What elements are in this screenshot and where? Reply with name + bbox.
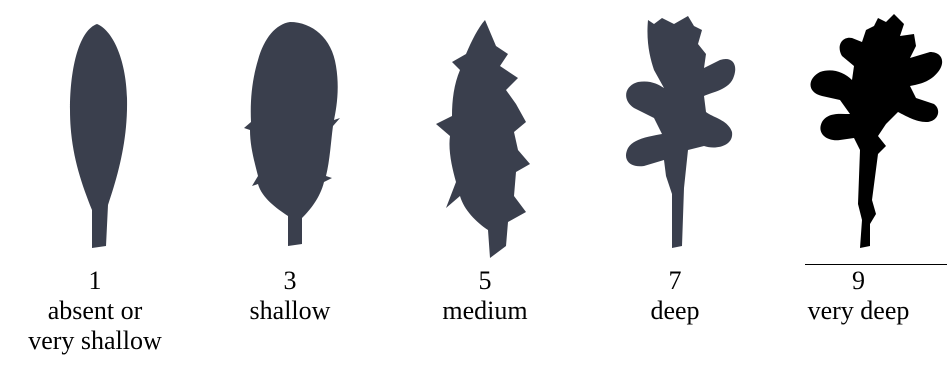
score-1: 1 [0,266,190,296]
score-9: 9 [770,266,947,296]
panel-score-7: 7 deep [580,0,770,372]
score-7: 7 [580,266,770,296]
score-5: 5 [390,266,580,296]
label-absent-or-very-shallow: absent or very shallow [0,296,190,356]
score-3: 3 [190,266,390,296]
label-shallow: shallow [190,296,390,326]
leaf-silhouette-very-deep [770,0,947,265]
leaf-silhouette-medium [390,0,580,265]
panel-score-5: 5 medium [390,0,580,372]
panel-score-3: 3 shallow [190,0,390,372]
label-medium: medium [390,296,580,326]
label-line-2: very shallow [0,326,190,356]
panel-score-1: 1 absent or very shallow [0,0,190,372]
label-very-deep: very deep [770,296,947,326]
leaf-silhouette-deep [580,0,770,265]
label-deep: deep [580,296,770,326]
label-line-1: absent or [0,296,190,326]
leaf-silhouette-shallow [190,0,390,265]
leaf-silhouette-absent [0,0,190,265]
baseline-rule [805,264,947,265]
panel-score-9: 9 very deep [770,0,947,372]
